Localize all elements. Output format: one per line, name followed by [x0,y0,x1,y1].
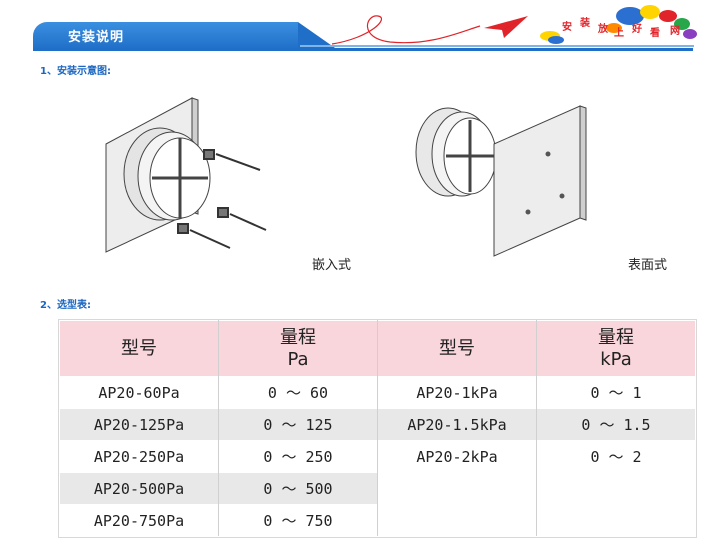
table-cell: 0 ～ 250 [218,440,378,473]
table-cell: AP20-1kPa [377,376,537,409]
header-underline-light [300,45,694,47]
table-header-cell: 型号 [59,320,219,377]
paper-plane-icon [484,16,528,38]
embedded-install-drawing [105,97,267,253]
table-row: AP20-500Pa 0 ～ 500 [59,472,696,505]
header-banner: 安装说明 安 装 放 上 好 看 网 [0,0,714,55]
table-cell: 0 ～ 1.5 [536,408,696,441]
surface-install-drawing [415,105,587,257]
slogan-char: 好 [632,24,642,35]
table-header-cell: 型号 [377,320,537,377]
table-cell: 0 ～ 60 [218,376,378,409]
table-cell: 0 ～ 125 [218,408,378,441]
table-row: AP20-750Pa 0 ～ 750 [59,504,696,537]
column-divider [377,320,378,536]
table-cell-empty [377,504,537,537]
caption-surface: 表面式 [628,258,668,273]
header-tab [33,22,338,50]
table-cell: 0 ～ 2 [536,440,696,473]
table-cell: AP20-500Pa [59,472,219,505]
slogan-char: 上 [614,28,624,39]
slogan-char: 放 [598,24,608,35]
table-cell: AP20-60Pa [59,376,219,409]
table-cell: 0 ～ 750 [218,504,378,537]
slogan-char: 安 [562,22,572,33]
table-row: AP20-125Pa 0 ～ 125 AP20-1.5kPa 0 ～ 1.5 [59,408,696,441]
slogan-char: 网 [670,26,680,37]
table-cell: 0 ～ 1 [536,376,696,409]
table-cell: AP20-250Pa [59,440,219,473]
table-frame [58,319,697,538]
table-cell: AP20-750Pa [59,504,219,537]
section-selection-table-label: 2、选型表: [40,300,91,311]
caption-embedded: 嵌入式 [312,258,352,273]
header-underline [33,48,693,51]
table-cell-empty [536,472,696,505]
section-install-diagram-label: 1、安装示意图: [40,66,111,77]
column-divider [536,320,537,536]
swoosh-decoration-icon [331,15,481,45]
slogan-char: 看 [650,28,660,39]
table-cell: AP20-1.5kPa [377,408,537,441]
header-title: 安装说明 [68,30,125,45]
table-cell-empty [377,472,537,505]
table-cell: AP20-2kPa [377,440,537,473]
table-cell-empty [536,504,696,537]
colorful-balloons-icon [540,5,697,44]
table-row: AP20-250Pa 0 ～ 250 AP20-2kPa 0 ～ 2 [59,440,696,473]
column-divider [218,320,219,536]
slogan-char: 装 [580,18,590,29]
table-cell: AP20-125Pa [59,408,219,441]
table-cell: 0 ～ 500 [218,472,378,505]
